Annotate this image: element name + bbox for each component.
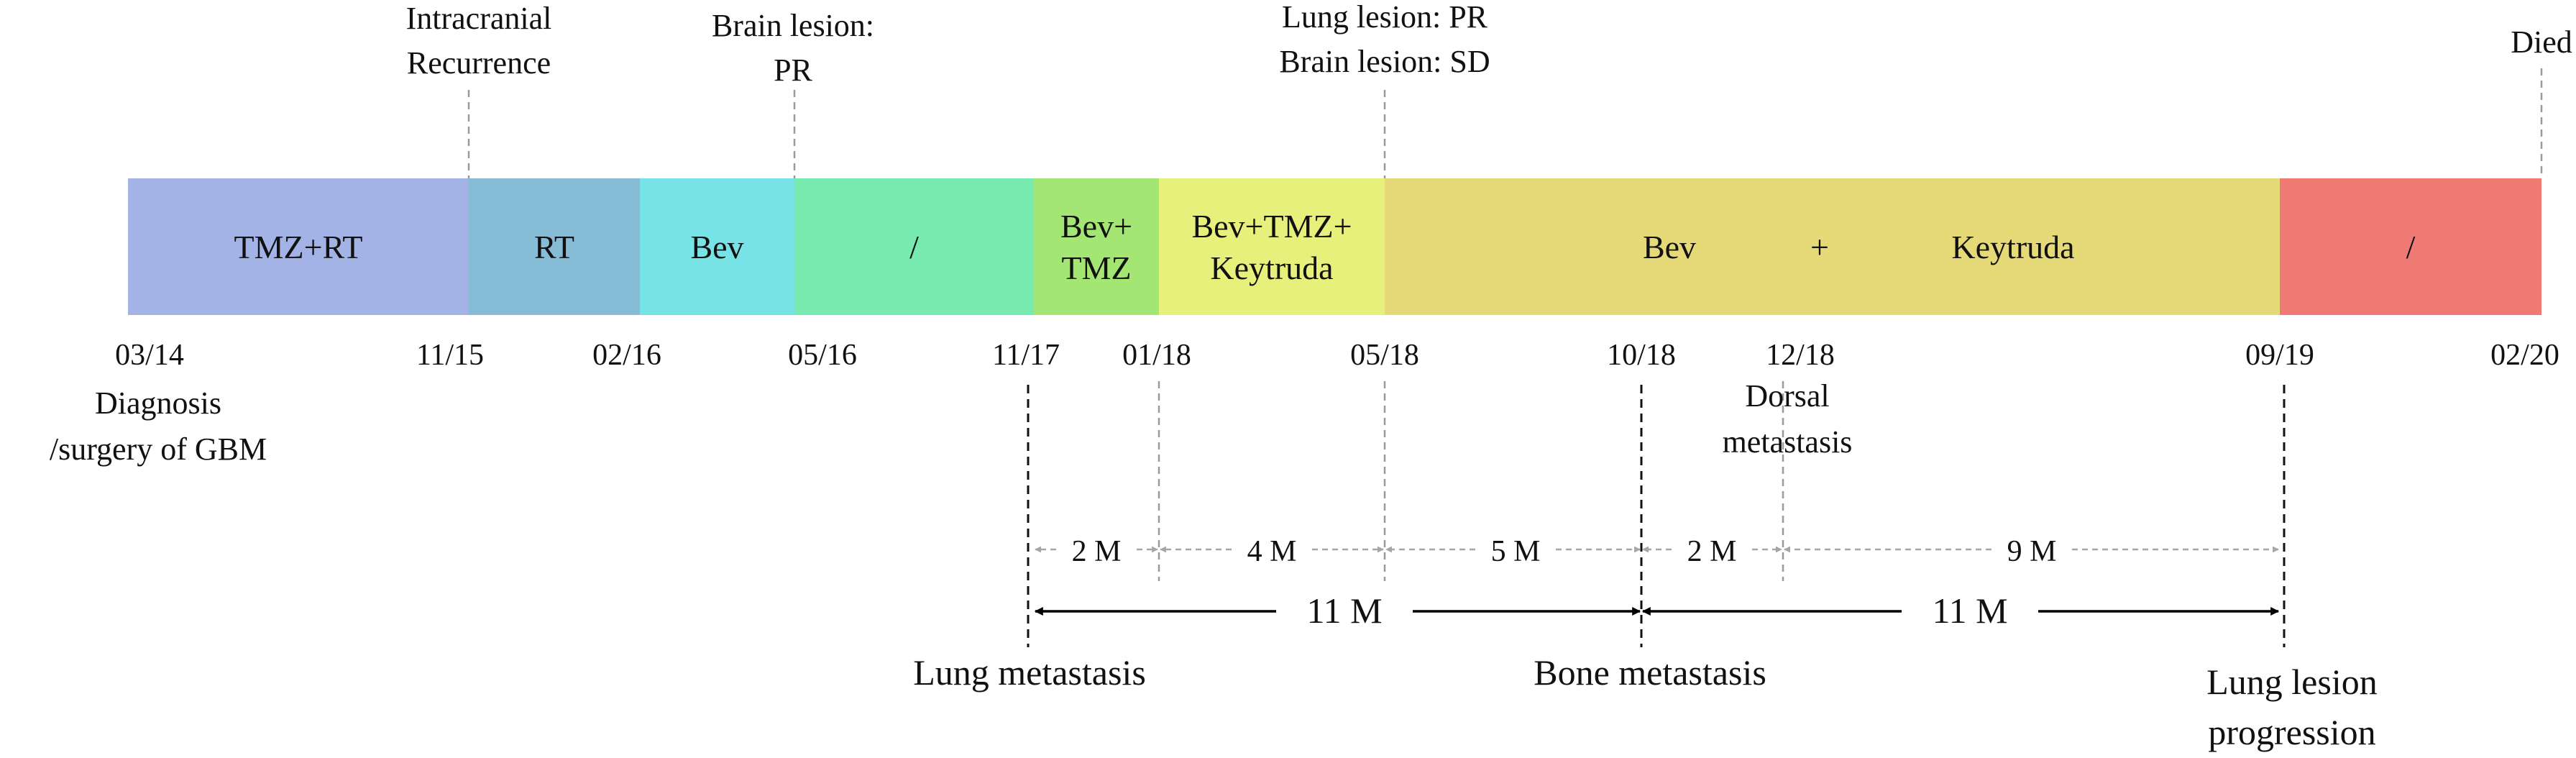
short-interval-label: 9 M <box>2007 535 2057 568</box>
segment-label: TMZ+RT <box>234 229 362 265</box>
date-label: 03/14 <box>115 339 184 372</box>
timeline-segment <box>1385 178 2280 315</box>
long-interval-label: 11 M <box>1932 590 2007 631</box>
diagnosis-label: Diagnosis/surgery of GBM <box>50 385 267 467</box>
date-label: 11/17 <box>992 339 1060 372</box>
timeline-segment <box>640 178 794 315</box>
date-label: 02/16 <box>592 339 661 372</box>
short-interval-label: 4 M <box>1247 535 1297 568</box>
bottom-event-label: Bone metastasis <box>1534 652 1766 693</box>
date-label: 09/19 <box>2245 339 2314 372</box>
segment-label: Bev <box>690 229 743 265</box>
segment-label: / <box>2406 229 2416 265</box>
segment-label-plus: + <box>1810 229 1829 265</box>
date-label: 05/16 <box>788 339 857 372</box>
short-interval-label: 2 M <box>1072 535 1122 568</box>
timeline-segment <box>794 178 1034 315</box>
segment-label-keytruda: Keytruda <box>1951 229 2074 265</box>
date-label: 02/20 <box>2490 339 2559 372</box>
long-interval-label: 11 M <box>1306 590 1382 631</box>
segment-label: / <box>909 229 919 265</box>
date-label: 10/18 <box>1607 339 1676 372</box>
segment-label-bev: Bev <box>1643 229 1696 265</box>
date-label: 05/18 <box>1350 339 1419 372</box>
segment-label: Bev+TMZ+Keytruda <box>1191 208 1352 286</box>
short-interval-label: 2 M <box>1687 535 1737 568</box>
date-label: 01/18 <box>1122 339 1191 372</box>
top-event-label: Died <box>2511 24 2572 60</box>
timeline-segment <box>1159 178 1385 315</box>
segment-label: Bev+TMZ <box>1060 208 1132 286</box>
date-label: 11/15 <box>416 339 484 372</box>
bottom-event-label: Lung metastasis <box>913 652 1146 693</box>
short-interval-label: 5 M <box>1491 535 1541 568</box>
segment-label: RT <box>534 229 574 265</box>
timeline-segment <box>128 178 469 315</box>
timeline-segment <box>469 178 640 315</box>
date-label: 12/18 <box>1766 339 1835 372</box>
top-event-label: Brain lesion:PR <box>712 8 874 88</box>
timeline-segment <box>1034 178 1159 315</box>
timeline-segment <box>2280 178 2541 315</box>
